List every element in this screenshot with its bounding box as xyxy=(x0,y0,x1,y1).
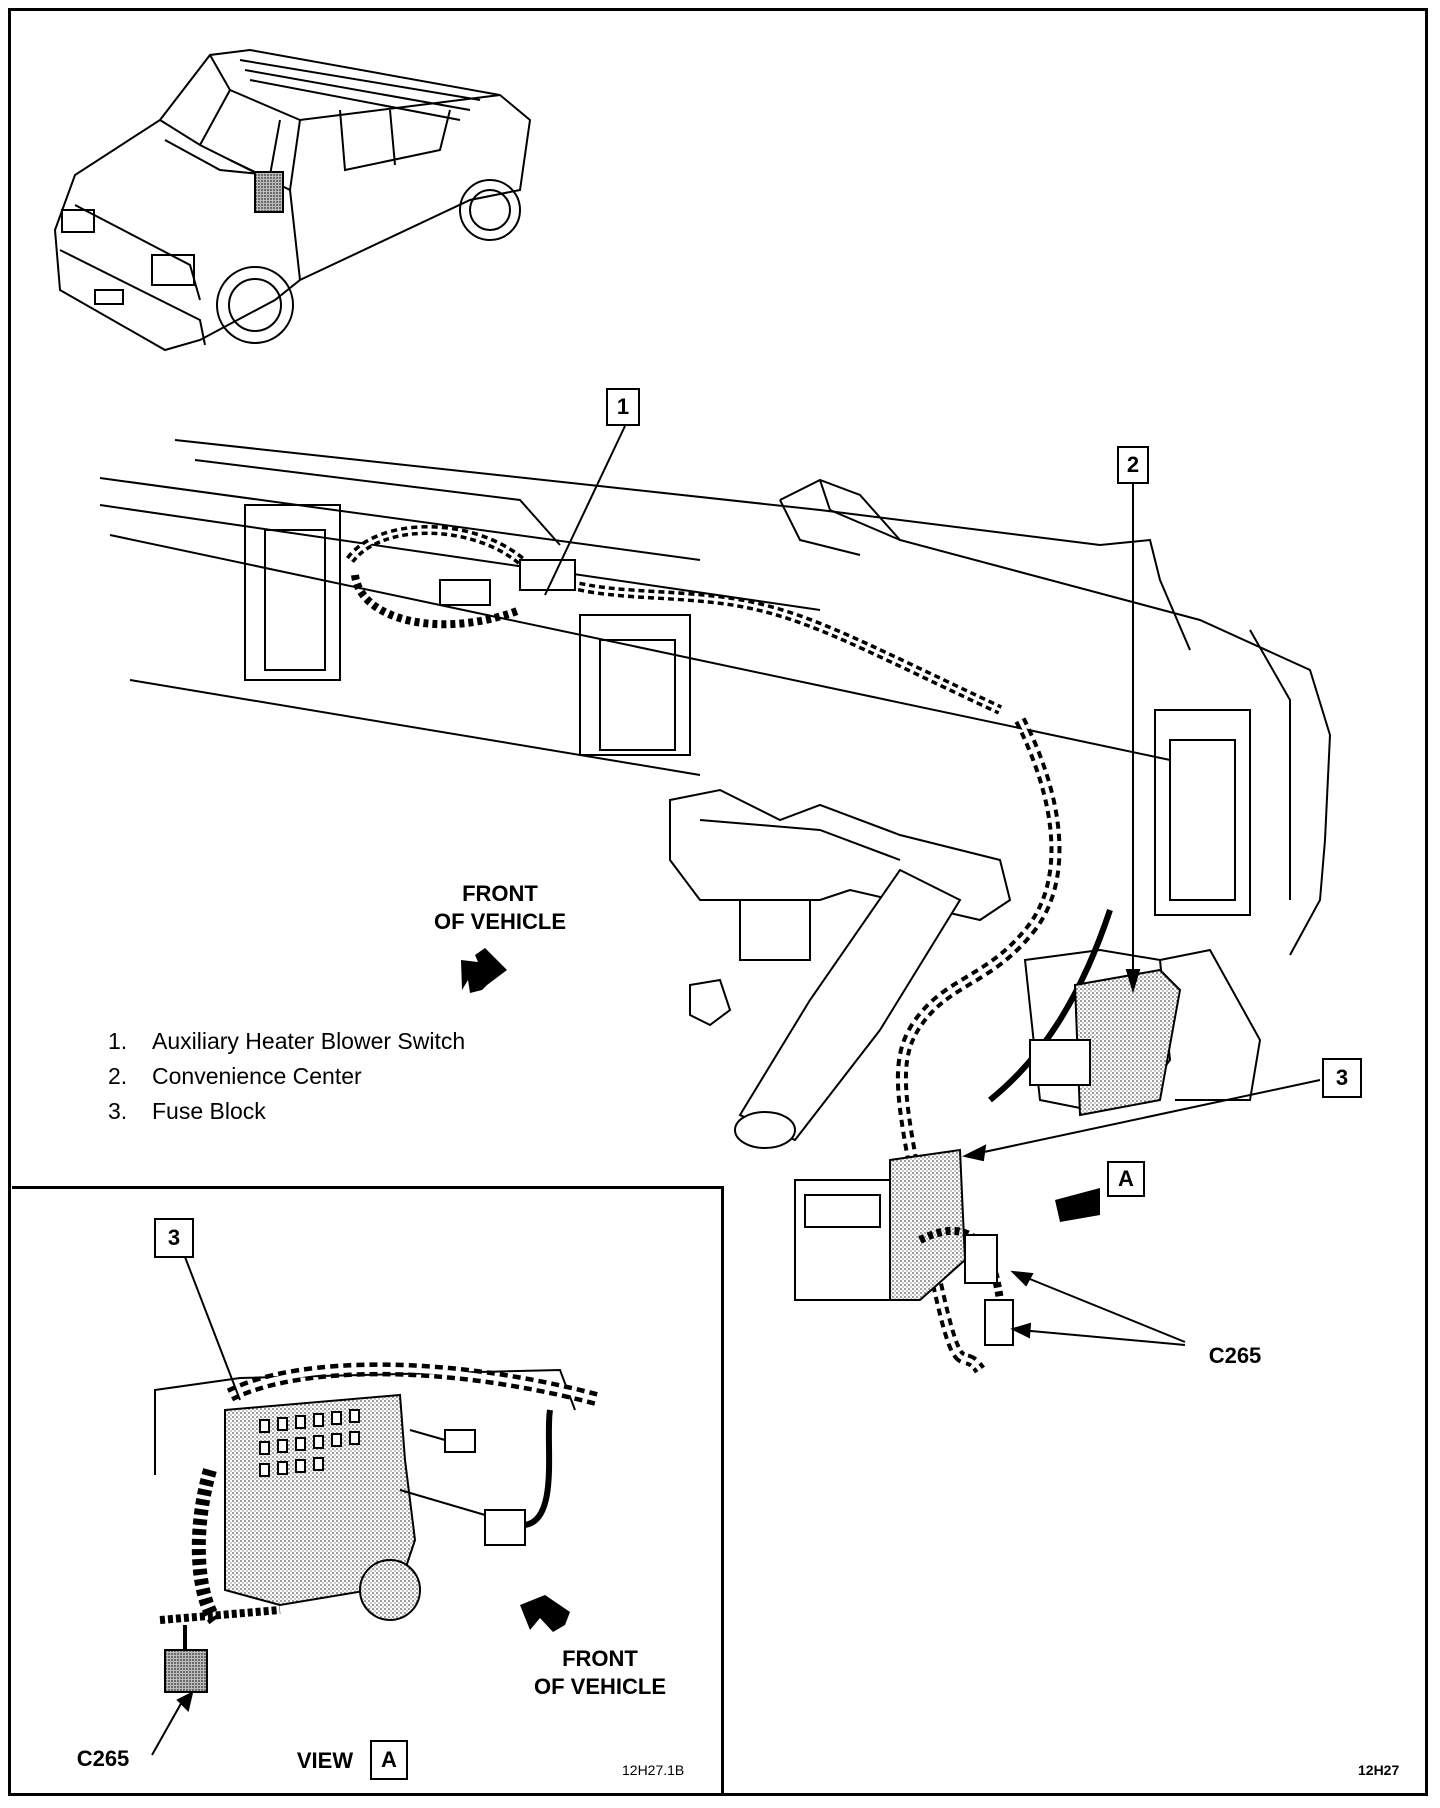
legend-item-text: Fuse Block xyxy=(152,1098,266,1124)
connector-c265-label: C265 xyxy=(1208,1343,1262,1368)
figure-id: 12H27 xyxy=(1358,1762,1400,1778)
callout-3: 3 xyxy=(1322,1058,1362,1098)
inset-view-a-marker: A xyxy=(370,1740,408,1780)
inset-callout-3: 3 xyxy=(154,1218,194,1258)
front-label-line2: OF VEHICLE xyxy=(433,909,566,934)
inset-front-label-line1: FRONT xyxy=(562,1646,638,1671)
inset-fuse-block-illustration xyxy=(151,1256,602,1756)
callout-1: 1 xyxy=(606,388,640,426)
inset-front-arrow-icon xyxy=(520,1595,570,1632)
van-illustration xyxy=(53,48,532,352)
front-label-line1: FRONT xyxy=(462,881,538,906)
component-legend: 1. Auxiliary Heater Blower Switch 2. Conve… xyxy=(108,1024,465,1129)
view-a-marker: A xyxy=(1107,1161,1145,1197)
legend-item-text: Auxiliary Heater Blower Switch xyxy=(152,1028,466,1054)
legend-item-number: 3. xyxy=(108,1098,128,1124)
instrument-panel-illustration xyxy=(99,439,1332,1374)
front-arrow-icon xyxy=(461,948,507,993)
inset-figure-id: 12H27.1B xyxy=(622,1762,685,1778)
view-arrow-icon xyxy=(1055,1188,1100,1222)
legend-item: 2. Convenience Center xyxy=(108,1059,465,1094)
legend-item: 1. Auxiliary Heater Blower Switch xyxy=(108,1024,465,1059)
inset-connector-c265-label: C265 xyxy=(76,1746,130,1771)
front-of-vehicle-label: FRONT OF VEHICLE xyxy=(410,880,590,936)
leader-lines xyxy=(544,425,1321,1346)
figure-frame xyxy=(8,8,1428,1796)
legend-item-text: Convenience Center xyxy=(152,1063,362,1089)
legend-item-number: 1. xyxy=(108,1028,128,1054)
inset-front-label-line2: OF VEHICLE xyxy=(533,1674,666,1699)
legend-item-number: 2. xyxy=(108,1063,128,1089)
inset-front-of-vehicle-label: FRONT OF VEHICLE xyxy=(515,1645,685,1701)
callout-2: 2 xyxy=(1117,446,1149,484)
view-label: VIEW xyxy=(296,1748,354,1773)
view-a-inset xyxy=(12,1186,724,1793)
legend-item: 3. Fuse Block xyxy=(108,1094,465,1129)
